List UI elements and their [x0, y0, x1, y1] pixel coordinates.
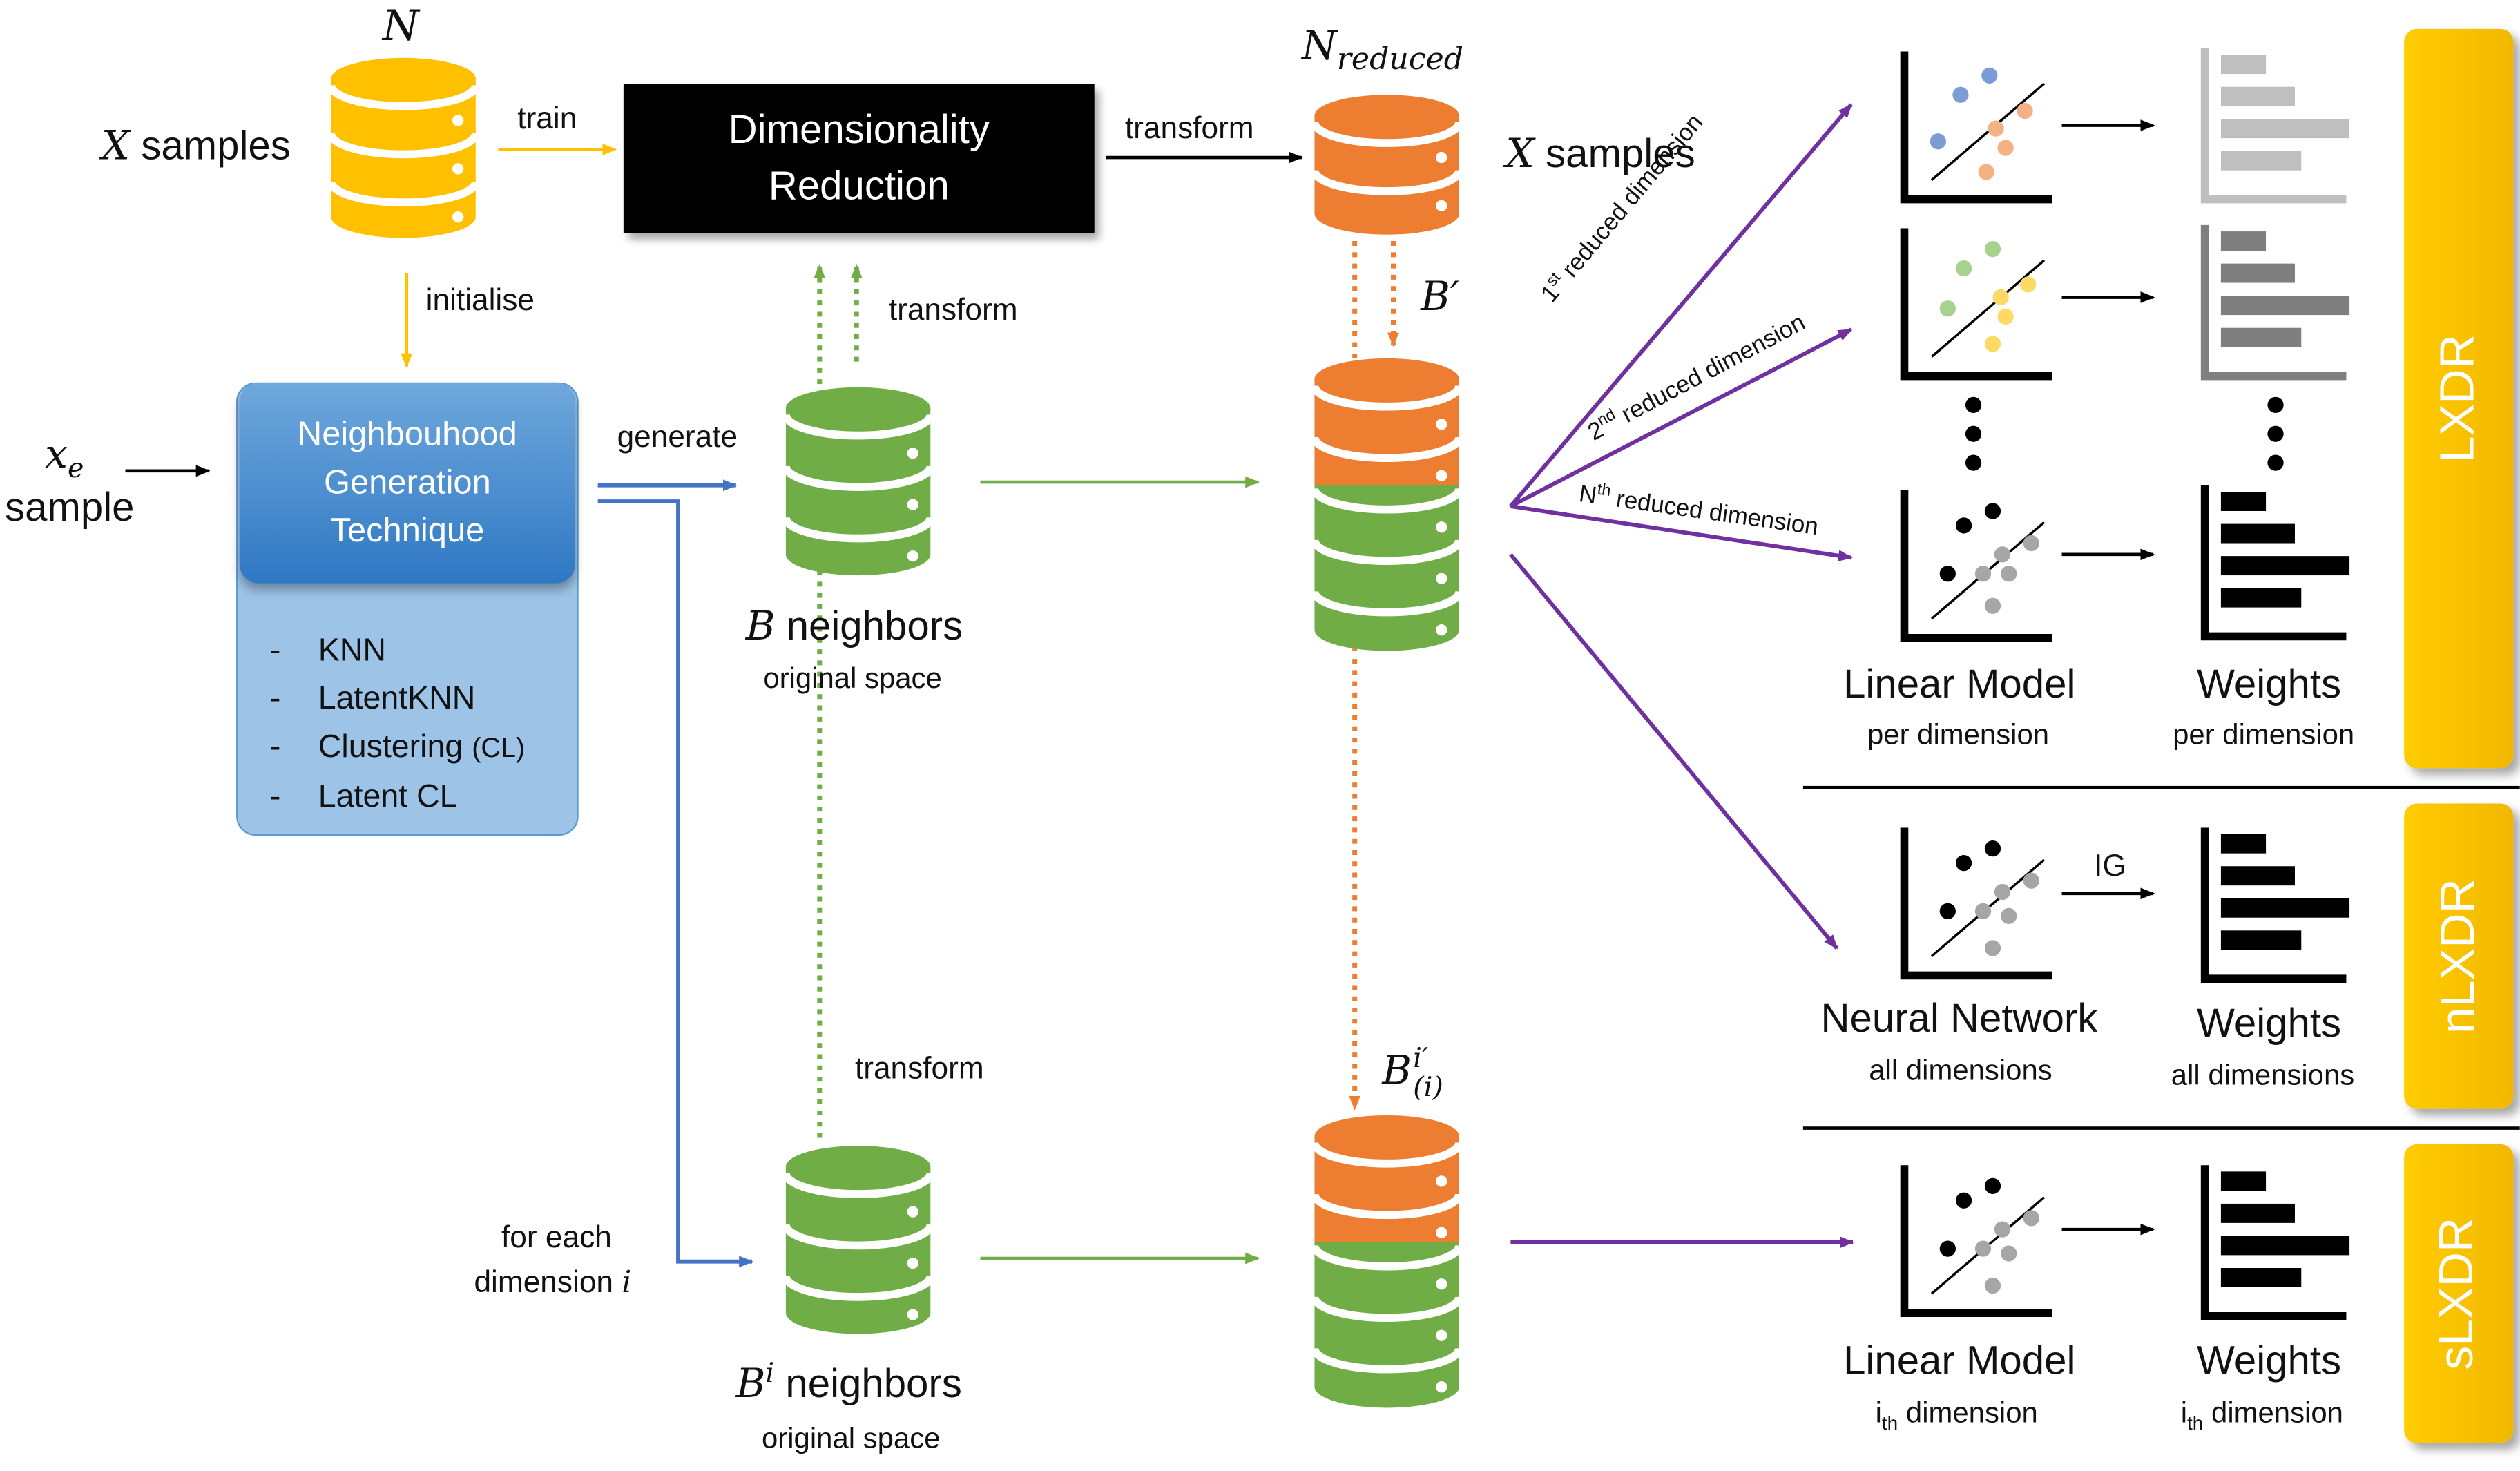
scatter-plot-1-icon [1900, 51, 2052, 204]
for-each-label: for each [501, 1221, 612, 1256]
nlxdr-weights-label: Weights [2197, 1001, 2342, 1046]
separator-lxdr-nlxdr [1802, 785, 2520, 789]
method-item: -LatentKNN [269, 681, 476, 717]
nlxdr-tag-label: nLXDR [2431, 878, 2485, 1035]
lxdr-weights-label: Weights [2197, 662, 2342, 707]
generate-label: generate [617, 421, 738, 455]
database-n-reduced-icon [1313, 95, 1461, 235]
weights-chart-2-icon [2200, 224, 2350, 381]
n-label: N [382, 3, 419, 52]
database-b-prime-stack-icon [1313, 358, 1461, 651]
method-item: -KNN [269, 633, 387, 669]
neighbourhood-method-list: -KNN -LatentKNN -Clustering (CL) -Latent… [270, 627, 525, 822]
separator-nlxdr-slxdr [1802, 1126, 2520, 1130]
slxdr-model-sub-label: ith dimension [1875, 1396, 2038, 1435]
branch-arrow-1 [1509, 103, 1853, 508]
branch-arrow-n [1510, 504, 1853, 561]
ellipsis-dots-models [1965, 396, 1982, 471]
nlxdr-model-sub-label: all dimensions [1869, 1054, 2052, 1087]
transform-label-up: transform [888, 294, 1018, 328]
method-item: -Latent CL [269, 779, 458, 815]
ng-line-3: Technique [330, 512, 485, 549]
scatter-plot-2-icon [1900, 228, 2052, 381]
dr-line-2: Reduction [768, 163, 950, 209]
b-space-label: original space [763, 662, 942, 695]
scatter-plot-s-icon [1900, 1165, 2052, 1317]
bi-space-label: original space [761, 1422, 941, 1454]
dimension-i-label: dimension i [474, 1265, 632, 1300]
database-bi-neighbors-icon [784, 1146, 932, 1334]
sample-label: sample [4, 485, 135, 530]
branch-arrow-2 [1510, 327, 1853, 508]
transform-label-lower: transform [854, 1052, 984, 1087]
weights-chart-1-icon [2200, 48, 2350, 204]
x-samples-label: X samples [101, 122, 291, 169]
branch-arrow-nn [1509, 552, 1839, 950]
weights-chart-s-icon [2200, 1165, 2350, 1320]
lxdr-tag-label: LXDR [2431, 334, 2485, 463]
initialise-label: initialise [425, 284, 535, 318]
n-reduced-label: Nreduced [1301, 22, 1464, 77]
method-item: -Clustering (CL) [269, 729, 526, 765]
x-samples-reduced-label: X samples [1506, 130, 1695, 177]
slxdr-model-label: Linear Model [1843, 1338, 2076, 1384]
lxdr-weights-sub-label: per dimension [2173, 718, 2355, 751]
nlxdr-tag: nLXDR [2404, 803, 2514, 1109]
b-neighbors-label: B neighbors [745, 602, 963, 650]
database-bi-prime-stack-icon [1313, 1115, 1461, 1408]
b-prime-label: B′ [1421, 273, 1460, 320]
neighbourhood-generation-box: Neighbouhood Generation Technique [239, 382, 576, 584]
slxdr-weights-sub-label: ith dimension [2180, 1396, 2343, 1435]
weights-chart-nn-icon [2200, 827, 2350, 983]
lxdr-model-label: Linear Model [1843, 662, 2076, 707]
scatter-plot-n-icon [1900, 490, 2052, 642]
nlxdr-model-label: Neural Network [1820, 996, 2098, 1041]
transform-label-top: transform [1124, 112, 1254, 146]
xe-label: xe [45, 430, 84, 485]
weights-chart-n-icon [2200, 485, 2350, 641]
slxdr-weights-label: Weights [2197, 1338, 2342, 1384]
lxdr-model-sub-label: per dimension [1867, 718, 2050, 751]
ng-line-2: Generation [323, 463, 491, 501]
slxdr-tag-label: sLXDR [2431, 1217, 2485, 1370]
ellipsis-dots-weights [2267, 396, 2284, 471]
database-n-icon [329, 57, 478, 238]
slxdr-tag: sLXDR [2404, 1144, 2514, 1443]
ig-label: IG [2094, 849, 2126, 884]
nlxdr-weights-sub-label: all dimensions [2171, 1059, 2355, 1092]
bi-neighbors-label: Bi neighbors [735, 1358, 962, 1407]
lxdr-tag: LXDR [2404, 28, 2514, 769]
scatter-plot-nn-icon [1900, 827, 2052, 980]
dr-line-1: Dimensionality [728, 106, 990, 152]
dimensionality-reduction-box: Dimensionality Reduction [623, 84, 1095, 233]
for-each-arrow [597, 499, 754, 1268]
train-label: train [517, 102, 577, 137]
ng-line-1: Neighbouhood [297, 415, 517, 453]
database-b-neighbors-icon [784, 387, 932, 576]
